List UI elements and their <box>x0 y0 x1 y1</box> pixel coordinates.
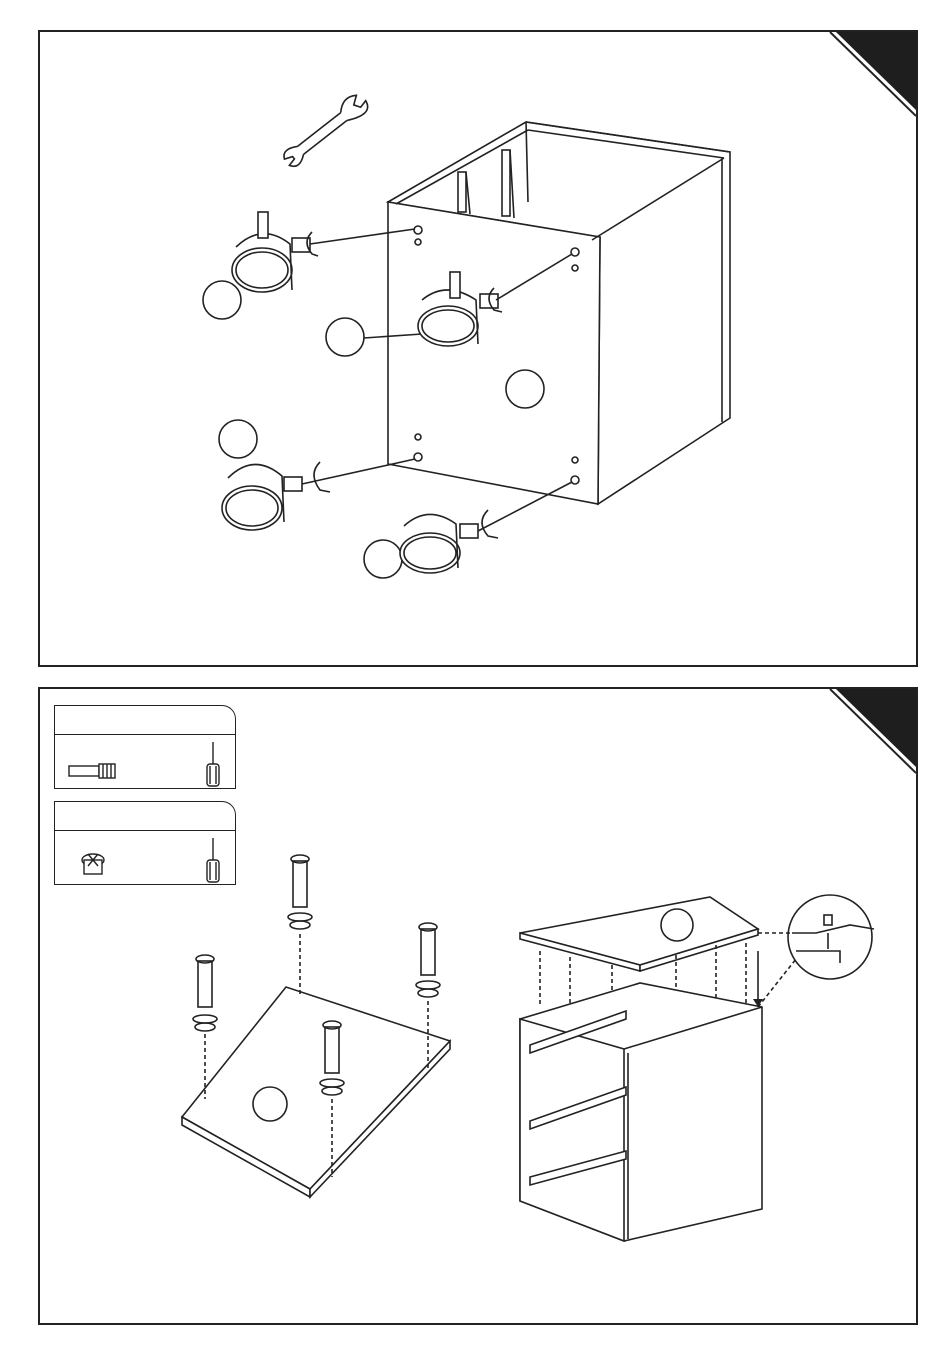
caster-3 <box>222 459 415 530</box>
step-panel-top <box>38 687 918 1325</box>
part-number-circle <box>203 281 241 319</box>
screwdriver-icon <box>207 742 219 786</box>
step-corner-tab <box>836 32 916 110</box>
cabinet-with-drawer-runners <box>520 983 762 1241</box>
screwdriver-icon <box>207 838 219 882</box>
top-panel-loose <box>182 987 450 1197</box>
caster-4 <box>400 482 572 573</box>
wrench-icon <box>279 90 372 169</box>
step-corner-tab <box>836 689 916 767</box>
part-number-circle <box>326 318 364 356</box>
hardware-box-cam-lock <box>54 801 236 885</box>
cam-bolt-icon <box>288 855 312 995</box>
cam-lock-nut-icon <box>82 854 104 874</box>
part-number-circle <box>219 420 257 458</box>
part-number-circle <box>364 540 402 578</box>
caster-assembly-drawing <box>40 32 916 665</box>
hardware-box-cam-bolt <box>54 705 236 789</box>
cam-bolt-icon <box>69 764 115 778</box>
hardware-box-drawing <box>55 802 237 886</box>
step-panel-casters <box>38 30 918 667</box>
detail-callout <box>758 895 874 1007</box>
hardware-box-drawing <box>55 706 237 790</box>
